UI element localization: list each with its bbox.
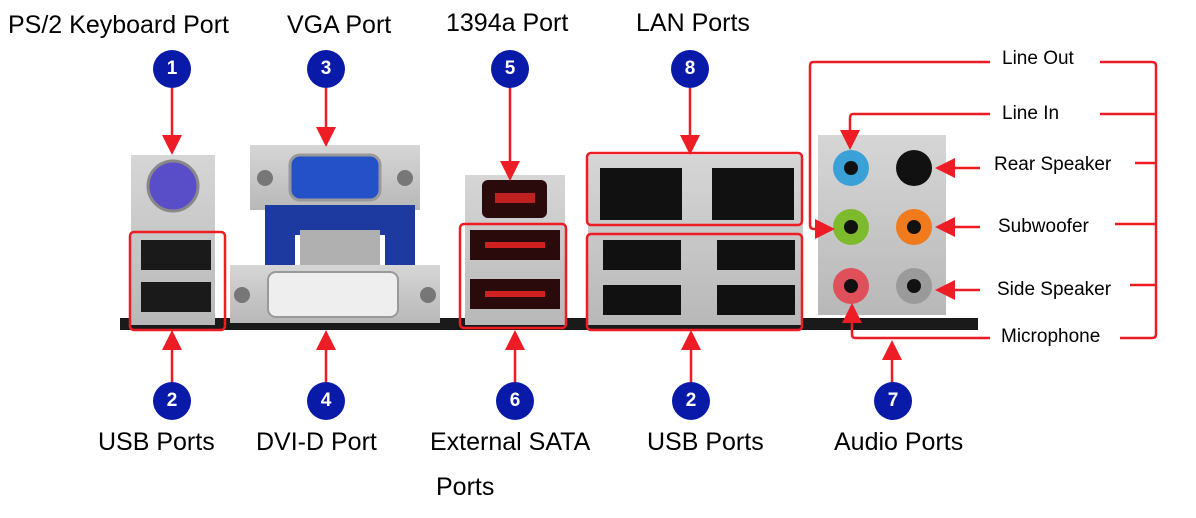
lan-port xyxy=(600,168,682,220)
label-rear-speaker: Rear Speaker xyxy=(994,154,1112,175)
vga-port xyxy=(288,153,382,202)
usb-port xyxy=(603,240,681,270)
callout-arrows xyxy=(162,60,990,388)
label-dvi-d-port: DVI-D Port xyxy=(256,428,377,456)
label-line-out: Line Out xyxy=(1002,48,1074,69)
label-lan-ports: LAN Ports xyxy=(636,9,750,37)
vga-dvi-block xyxy=(230,145,440,323)
badge-8: 8 xyxy=(671,50,709,88)
usb-port xyxy=(141,282,211,312)
badge-6: 6 xyxy=(496,382,534,420)
label-microphone: Microphone xyxy=(1001,326,1101,347)
firewire-esata-block xyxy=(465,175,565,325)
ps2-usb-block xyxy=(131,155,215,325)
lan-port xyxy=(712,168,794,220)
label-side-speaker: Side Speaker xyxy=(997,279,1112,300)
label-external-sata-line2: Ports xyxy=(436,473,495,501)
label-audio-ports: Audio Ports xyxy=(834,428,964,456)
label-usb-ports: USB Ports xyxy=(647,428,764,456)
bracket xyxy=(1100,60,1158,340)
label-line-in: Line In xyxy=(1002,103,1060,124)
label-usb-ports: USB Ports xyxy=(98,428,215,456)
lan-usb-block xyxy=(588,155,803,325)
badge-3: 3 xyxy=(307,50,345,88)
usb-port xyxy=(603,285,681,315)
dvi-port xyxy=(267,271,399,318)
rear-speaker-jack xyxy=(896,150,932,186)
audio-block xyxy=(818,135,946,315)
label-external-sata: External SATA xyxy=(430,428,591,456)
usb-port xyxy=(141,240,211,270)
label-1394a-port: 1394a Port xyxy=(446,9,569,37)
usb-port xyxy=(717,240,795,270)
ps2-port xyxy=(146,159,200,213)
label-ps2-keyboard-port: PS/2 Keyboard Port xyxy=(8,11,229,39)
badge-2: 2 xyxy=(153,382,191,420)
badge-2: 2 xyxy=(672,382,710,420)
label-subwoofer: Subwoofer xyxy=(998,216,1089,237)
badge-7: 7 xyxy=(874,382,912,420)
usb-port xyxy=(717,285,795,315)
badge-4: 4 xyxy=(307,382,345,420)
badge-1: 1 xyxy=(153,50,191,88)
label-vga-port: VGA Port xyxy=(287,11,392,39)
badge-5: 5 xyxy=(491,50,529,88)
